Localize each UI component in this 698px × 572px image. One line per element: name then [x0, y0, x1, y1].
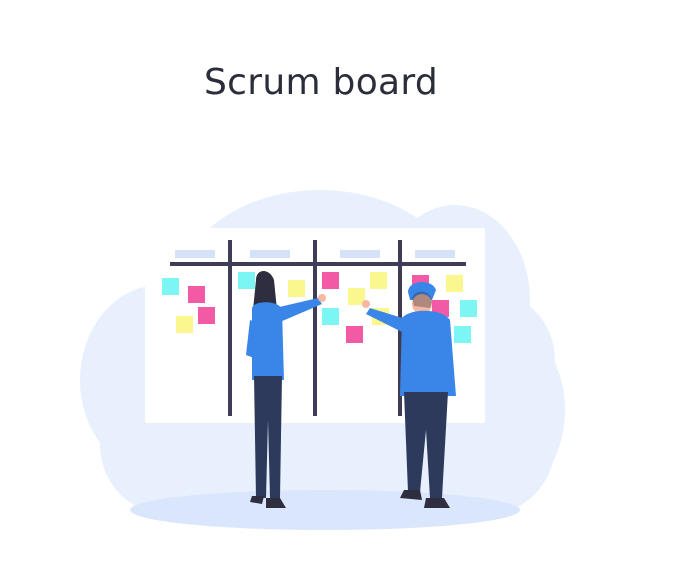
- scrum-board-illustration-icon: [80, 190, 565, 530]
- man-figure: [362, 281, 456, 508]
- sticky-notes: [162, 272, 477, 343]
- board-headers: [175, 250, 455, 258]
- card-title: Scrum board: [203, 62, 439, 103]
- floor-shadow: [130, 490, 520, 530]
- woman-figure: [246, 271, 326, 508]
